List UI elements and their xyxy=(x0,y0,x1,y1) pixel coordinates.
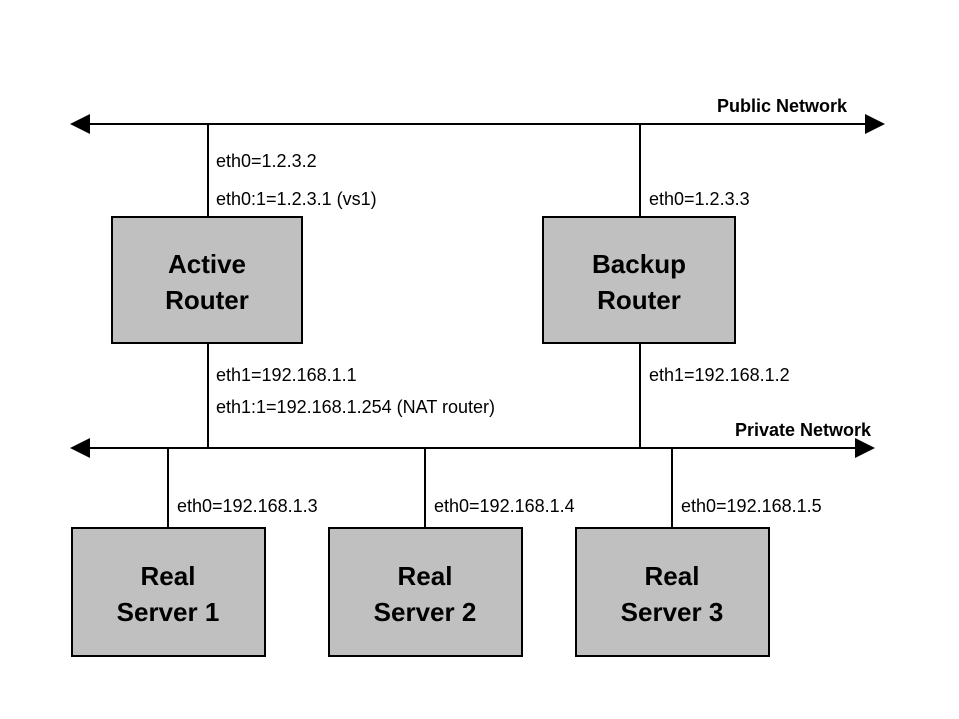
backup-router-box[interactable] xyxy=(542,216,736,344)
active-router-eth1-label: eth1=192.168.1.1 xyxy=(216,365,357,385)
active-router-eth1-alias-label: eth1:1=192.168.1.254 (NAT router) xyxy=(216,397,495,417)
real-server-3-box[interactable] xyxy=(575,527,770,657)
private-bus-right-arrowhead xyxy=(855,438,875,458)
public-network-bus: Public Network xyxy=(70,96,885,134)
real-server-2-link: eth0=192.168.1.4 xyxy=(424,448,575,528)
backup-router-eth0-label: eth0=1.2.3.3 xyxy=(649,189,750,209)
real-server-3-title-line2: Server 3 xyxy=(621,597,724,627)
private-bus-left-arrowhead xyxy=(70,438,90,458)
real-server-1-title-line1: Real xyxy=(141,561,196,591)
real-server-1-iface-label: eth0=192.168.1.3 xyxy=(177,496,318,516)
real-server-2-title-line1: Real xyxy=(398,561,453,591)
real-server-1-node[interactable]: Real Server 1 xyxy=(71,527,266,657)
active-router-private-link: eth1=192.168.1.1 eth1:1=192.168.1.254 (N… xyxy=(207,343,495,448)
backup-router-title-line2: Router xyxy=(597,285,681,315)
backup-router-title-line1: Backup xyxy=(592,249,686,279)
active-router-eth0-label: eth0=1.2.3.2 xyxy=(216,151,317,171)
backup-router-node[interactable]: Backup Router xyxy=(542,216,736,344)
real-server-2-node[interactable]: Real Server 2 xyxy=(328,527,523,657)
private-network-bus: Private Network xyxy=(70,420,875,458)
public-bus-right-arrowhead xyxy=(865,114,885,134)
real-server-2-box[interactable] xyxy=(328,527,523,657)
active-router-title-line1: Active xyxy=(168,249,246,279)
public-network-label: Public Network xyxy=(717,96,848,116)
active-router-eth0-alias-label: eth0:1=1.2.3.1 (vs1) xyxy=(216,189,377,209)
real-server-3-link: eth0=192.168.1.5 xyxy=(671,448,822,528)
active-router-box[interactable] xyxy=(111,216,303,344)
active-router-node[interactable]: Active Router xyxy=(111,216,303,344)
real-server-3-title-line1: Real xyxy=(645,561,700,591)
backup-router-eth1-label: eth1=192.168.1.2 xyxy=(649,365,790,385)
active-router-title-line2: Router xyxy=(165,285,249,315)
real-server-1-link: eth0=192.168.1.3 xyxy=(167,448,318,528)
active-router-public-link: eth0=1.2.3.2 eth0:1=1.2.3.1 (vs1) xyxy=(207,124,377,217)
real-server-1-box[interactable] xyxy=(71,527,266,657)
real-server-1-title-line2: Server 1 xyxy=(117,597,220,627)
backup-router-public-link: eth0=1.2.3.3 xyxy=(639,124,750,217)
public-bus-left-arrowhead xyxy=(70,114,90,134)
real-server-2-title-line2: Server 2 xyxy=(374,597,477,627)
real-server-3-iface-label: eth0=192.168.1.5 xyxy=(681,496,822,516)
real-server-3-node[interactable]: Real Server 3 xyxy=(575,527,770,657)
real-server-2-iface-label: eth0=192.168.1.4 xyxy=(434,496,575,516)
backup-router-private-link: eth1=192.168.1.2 xyxy=(639,343,790,448)
private-network-label: Private Network xyxy=(735,420,872,440)
